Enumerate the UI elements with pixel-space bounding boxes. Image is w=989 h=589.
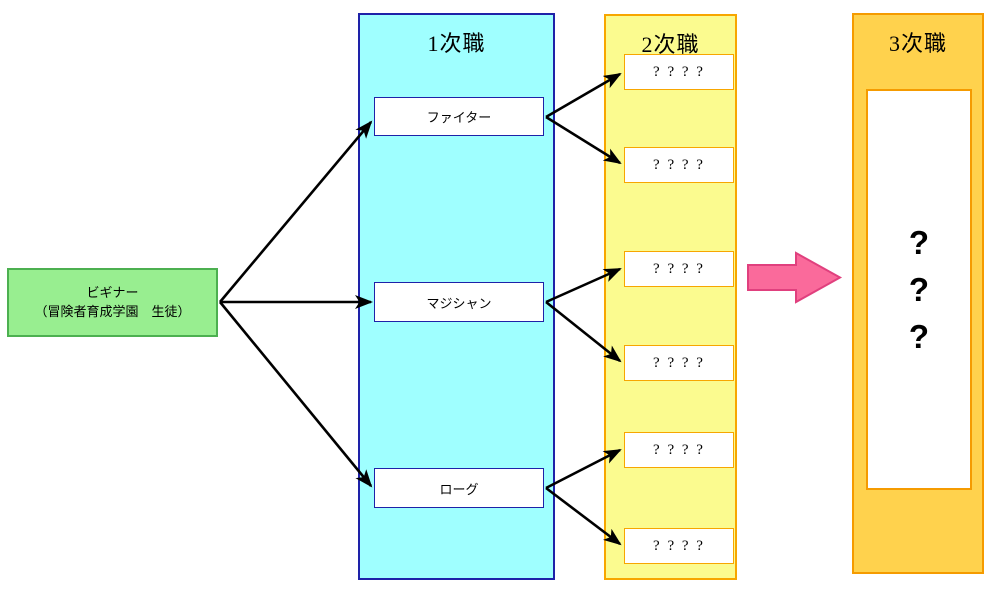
job-box-fighter: ファイター (374, 97, 544, 136)
unknown-job-box-2: ? ? ? ? (624, 147, 734, 183)
connector-beginner-fighter (219, 120, 373, 303)
job-box-magician: マジシャン (374, 282, 544, 322)
tier3-title: 3次職 (888, 31, 947, 56)
flow-arrow-icon (747, 251, 843, 304)
unknown-job-label: ? ? ? ? (653, 63, 705, 80)
job-label-fighter: ファイター (426, 110, 492, 125)
unknown-job-box-6: ? ? ? ? (624, 528, 734, 564)
beginner-label-line1: ビギナー (86, 284, 139, 300)
beginner-label-line2: （冒険者育成学園 生徒） (34, 303, 191, 319)
job-box-rogue: ローグ (374, 468, 544, 508)
unknown-job-label: ? ? ? ? (653, 441, 705, 458)
unknown-job-label: ? ? ? ? (653, 354, 705, 371)
tier2-column: 2次職 (604, 14, 737, 580)
job-label-rogue: ローグ (439, 481, 479, 497)
job-label-magician: マジシャン (426, 295, 492, 311)
unknown-job-label: ? ? ? ? (653, 260, 705, 277)
tier1-title: 1次職 (427, 31, 486, 56)
tier2-title: 2次職 (641, 32, 700, 57)
beginner-box: ビギナー （冒険者育成学園 生徒） (7, 268, 218, 337)
unknown-job-box-5: ? ? ? ? (624, 432, 734, 468)
unknown-job-label: ? ? ? ? (653, 537, 705, 554)
unknown-job-box-3: ? ? ? ? (624, 251, 734, 287)
unknown-job-box-4: ? ? ? ? (624, 345, 734, 381)
unknown-job-box-1: ? ? ? ? (624, 54, 734, 90)
tier3-mystery-box: ? ? ? (866, 89, 972, 490)
mystery-mark: ? (908, 224, 930, 261)
mystery-mark: ? (908, 271, 930, 308)
unknown-job-label: ? ? ? ? (653, 156, 705, 173)
connector-beginner-rogue (218, 301, 373, 488)
mystery-mark: ? (908, 318, 930, 355)
